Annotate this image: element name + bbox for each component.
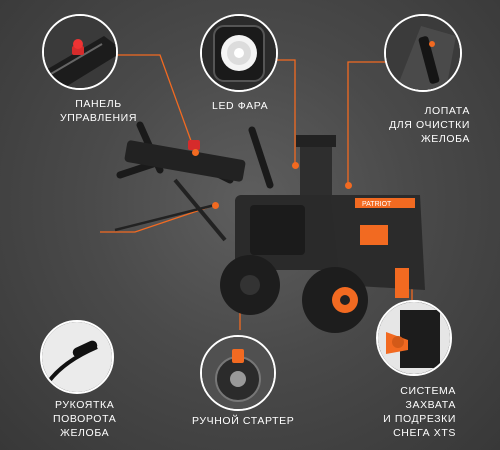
panel-detail-circle (42, 14, 118, 90)
chute-shovel-image (386, 16, 460, 90)
starter-detail-circle (200, 335, 276, 411)
control-panel-image (44, 16, 116, 88)
leader-shovel (347, 61, 388, 185)
starter-label: РУЧНОЙ СТАРТЕР (192, 415, 295, 427)
leader-panel (105, 54, 196, 153)
dot-shovel (345, 182, 352, 189)
handle-label: РУКОЯТКА ПОВОРОТА ЖЕЛОБА (53, 399, 117, 439)
dot-handle (212, 202, 219, 209)
handle-detail-circle (40, 320, 114, 394)
leader-handle (100, 204, 216, 233)
brand-text: PATRIOT (362, 201, 392, 208)
xts-system-image (378, 302, 450, 374)
xts-label: СИСТЕМА ЗАХВАТА И ПОДРЕЗКИ СНЕГА XTS (383, 385, 456, 439)
led-label: LED ФАРА (212, 100, 269, 112)
xts-detail-circle (376, 300, 452, 376)
shovel-detail-circle (384, 14, 462, 92)
led-light-image (202, 16, 276, 90)
panel-label: ПАНЕЛЬ УПРАВЛЕНИЯ (60, 98, 138, 124)
dot-panel (192, 149, 199, 156)
shovel-label: ЛОПАТА ДЛЯ ОЧИСТКИ ЖЕЛОБА (389, 105, 470, 145)
manual-starter-image (202, 337, 274, 409)
led-detail-circle (200, 14, 278, 92)
dot-led (292, 162, 299, 169)
